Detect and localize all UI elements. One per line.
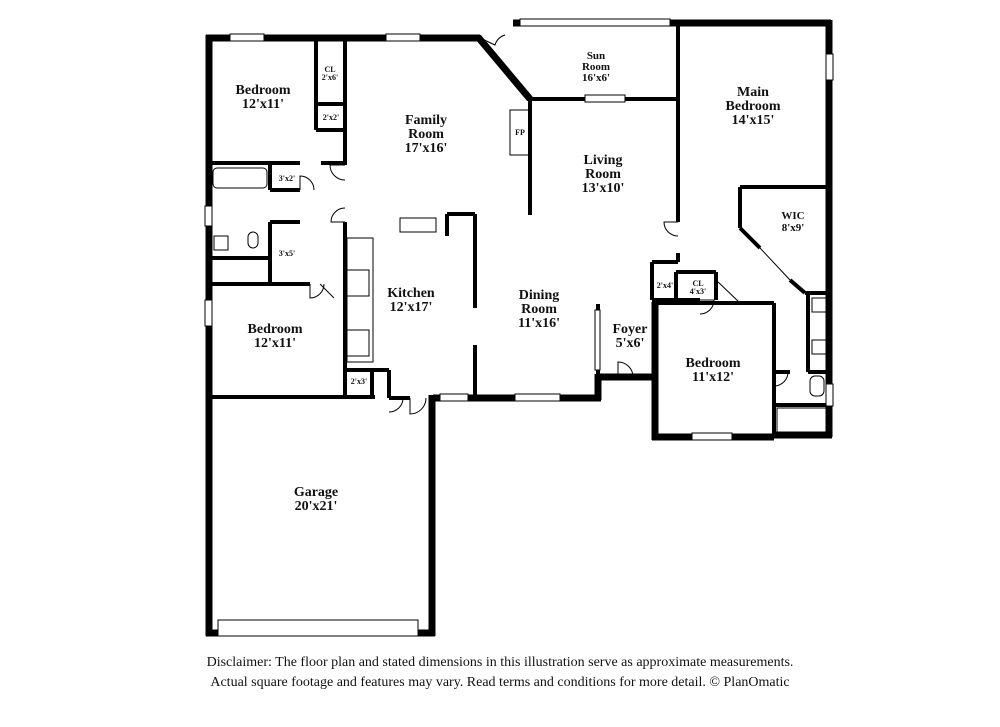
- bedroom-se-name: Bedroom: [686, 356, 741, 371]
- wic-dims: 8'x9': [782, 222, 805, 234]
- kitchen-name: Kitchen: [387, 286, 435, 301]
- main-toilet: [809, 375, 825, 397]
- main-bedroom-name-2: Bedroom: [726, 99, 781, 114]
- main-bedroom-name-1: Main: [737, 85, 769, 100]
- fixtures: [212, 109, 828, 435]
- foyer-name: Foyer: [613, 322, 648, 337]
- garage-name: Garage: [294, 485, 338, 500]
- living-room-name-1: Living: [584, 153, 623, 168]
- bedroom-se-dims: 11'x12': [692, 370, 734, 385]
- closet-foyer-dims: 2'x4': [657, 281, 673, 290]
- room-labels: Bedroom 12'x11' CL 2'x6' 2'x2' 3'x2' 3'x…: [236, 50, 805, 514]
- pantry-dims: 2'x3': [351, 377, 367, 386]
- foyer-dims: 5'x6': [616, 336, 645, 351]
- closet-bed-se-dims: 4'x3': [690, 287, 706, 296]
- sun-room-dims: 16'x6': [582, 72, 610, 84]
- family-room-name-1: Family: [405, 113, 447, 128]
- wic-name: WIC: [781, 210, 804, 222]
- kitchen-dims: 12'x17': [390, 300, 433, 315]
- dishwasher: [346, 329, 370, 357]
- garage-dims: 20'x21': [295, 499, 338, 514]
- dining-room-name-2: Room: [521, 302, 557, 317]
- dining-room-name-1: Dining: [519, 288, 559, 303]
- closet-nw-dims: 2'x6': [322, 73, 338, 82]
- disclaimer-line-1: Disclaimer: The floor plan and stated di…: [206, 655, 794, 670]
- bathtub: [212, 167, 268, 189]
- closet-bed-se-name: CL: [692, 279, 703, 288]
- windows: [204, 18, 834, 637]
- kitchen-counter: [346, 237, 374, 363]
- closet-hall-top-dims: 3'x2': [279, 174, 295, 183]
- bedroom-sw-dims: 12'x11': [254, 336, 296, 351]
- kitchen-sink: [399, 217, 437, 233]
- dining-room-dims: 11'x16': [518, 316, 560, 331]
- closet-hall-mid-dims: 3'x5': [279, 249, 295, 258]
- bedroom-sw-name: Bedroom: [248, 322, 303, 337]
- living-room-dims: 13'x10': [582, 181, 625, 196]
- doors: [299, 34, 791, 415]
- main-bedroom-dims: 14'x15': [732, 113, 775, 128]
- sun-room-name-1: Sun: [587, 50, 605, 62]
- fireplace-label: FP: [515, 128, 525, 137]
- main-bath-sink-2: [811, 339, 827, 355]
- closet-small-nw-dims: 2'x2': [323, 113, 339, 122]
- main-bath-sink-1: [811, 297, 827, 313]
- living-room-name-2: Room: [585, 167, 621, 182]
- sun-room-name-2: Room: [582, 61, 610, 73]
- bedroom-nw-dims: 12'x11': [242, 97, 284, 112]
- family-room-dims: 17'x16': [405, 141, 448, 156]
- fireplace-box: [509, 109, 531, 156]
- toilet: [247, 231, 259, 249]
- stove: [346, 269, 370, 297]
- family-room-name-2: Room: [408, 127, 444, 142]
- disclaimer-line-2: Actual square footage and features may v…: [210, 675, 790, 690]
- shower: [776, 407, 828, 435]
- bedroom-nw-name: Bedroom: [236, 83, 291, 98]
- closet-nw-name: CL: [324, 65, 335, 74]
- sink: [213, 235, 229, 251]
